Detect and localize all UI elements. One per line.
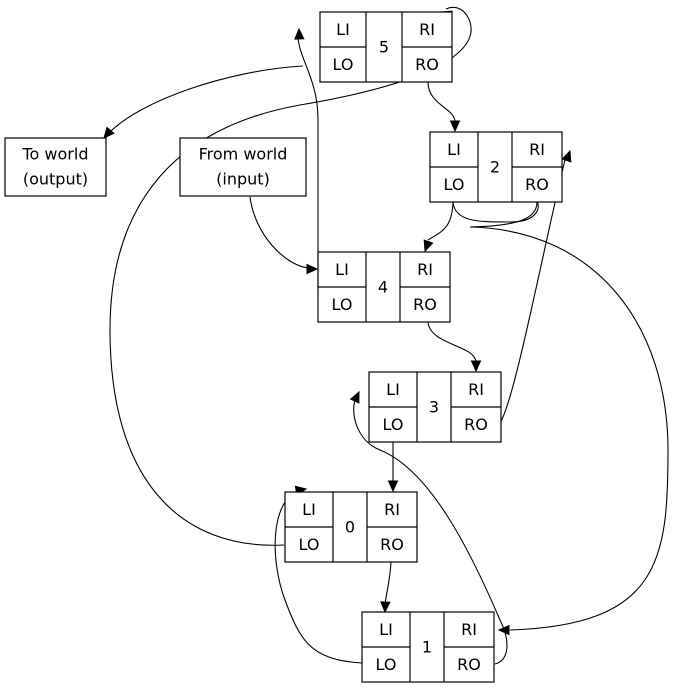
edge-line bbox=[274, 489, 363, 664]
arrowhead bbox=[561, 149, 572, 163]
world-input-node: From world (input) bbox=[179, 137, 307, 197]
node-5: LI LO 5 RI RO bbox=[319, 11, 453, 83]
node-4-ri-port: RI bbox=[417, 260, 433, 279]
node-0-ro-port: RO bbox=[380, 535, 404, 554]
node-3-li-port: LI bbox=[386, 380, 400, 399]
edge-4-ro-to-3-ri bbox=[427, 321, 482, 373]
edge-4-lo-to-5-li bbox=[294, 27, 319, 290]
node-1-label: 1 bbox=[422, 638, 432, 657]
node-5-lo-port: LO bbox=[333, 55, 354, 74]
edges-layer bbox=[103, 6, 669, 665]
node-2-ri-port: RI bbox=[529, 140, 545, 159]
node-2-li-port: LI bbox=[447, 140, 461, 159]
node-4: LI LO 4 RI RO bbox=[317, 251, 451, 323]
edge-line bbox=[297, 37, 319, 290]
node-3-ri-port: RI bbox=[468, 380, 484, 399]
node-1-lo-port: LO bbox=[376, 655, 397, 674]
edge-5-lo-to-to-world-output- bbox=[103, 65, 304, 139]
node-5-ri-port: RI bbox=[419, 20, 435, 39]
arrowhead bbox=[387, 480, 399, 493]
arrowhead bbox=[380, 601, 391, 614]
edge-5-ro-to-2-li bbox=[427, 81, 461, 133]
node-0-lo-port: LO bbox=[299, 535, 320, 554]
node-3-ro-port: RO bbox=[464, 415, 488, 434]
edge-1-ro-to-3-li bbox=[349, 390, 508, 665]
edge-3-lo-to-0-ri bbox=[387, 442, 399, 493]
world-input-box bbox=[179, 137, 307, 197]
node-3-lo-port: LO bbox=[383, 415, 404, 434]
arrowhead bbox=[470, 360, 482, 373]
node-5-li-port: LI bbox=[336, 20, 350, 39]
edge-from-world-input--to-4-li bbox=[249, 196, 319, 275]
node-0-ri-port: RI bbox=[384, 500, 400, 519]
node-1-li-port: LI bbox=[379, 620, 393, 639]
edge-line bbox=[427, 201, 539, 241]
edge-line bbox=[249, 196, 309, 269]
node-4-lo-port: LO bbox=[332, 295, 353, 314]
edge-2-lo-to-4-ri bbox=[423, 201, 539, 253]
node-1-ro-port: RO bbox=[457, 655, 481, 674]
node-4-label: 4 bbox=[378, 278, 388, 297]
node-4-li-port: LI bbox=[335, 260, 349, 279]
edge-line bbox=[107, 65, 304, 135]
node-3-label: 3 bbox=[429, 398, 439, 417]
edge-line bbox=[427, 321, 477, 363]
arrowhead bbox=[449, 120, 461, 133]
arrowhead bbox=[423, 239, 434, 253]
edge-line bbox=[353, 397, 508, 665]
node-2-ro-port: RO bbox=[525, 175, 549, 194]
world-input-label-line-1: From world bbox=[199, 145, 288, 164]
node-1-ri-port: RI bbox=[461, 620, 477, 639]
arrowhead bbox=[103, 126, 115, 139]
nodes-layer: To world(output)From world(input)LILO5RI… bbox=[4, 11, 563, 683]
node-2-label: 2 bbox=[490, 158, 500, 177]
arrowhead bbox=[306, 263, 319, 275]
node-0: LI LO 0 RI RO bbox=[284, 491, 418, 563]
node-2-lo-port: LO bbox=[444, 175, 465, 194]
node-5-label: 5 bbox=[379, 38, 389, 57]
world-input-label-line-2: (input) bbox=[216, 170, 270, 189]
edge-0-ro-to-1-li bbox=[380, 561, 392, 614]
node-5-ro-port: RO bbox=[415, 55, 439, 74]
world-output-node: To world (output) bbox=[4, 137, 107, 197]
world-output-box bbox=[4, 137, 107, 197]
node-0-label: 0 bbox=[345, 518, 355, 537]
world-output-label-line-1: To world bbox=[22, 145, 89, 164]
arrowhead bbox=[294, 27, 305, 40]
arrowhead bbox=[349, 390, 360, 404]
edge-line bbox=[384, 561, 392, 605]
node-1: LI LO 1 RI RO bbox=[361, 611, 495, 683]
edge-line bbox=[469, 201, 669, 631]
node-3: LI LO 3 RI RO bbox=[368, 371, 502, 443]
node-0-li-port: LI bbox=[302, 500, 316, 519]
node-2: LI LO 2 RI RO bbox=[429, 131, 563, 203]
world-output-label-line-2: (output) bbox=[23, 170, 88, 189]
node-4-ro-port: RO bbox=[413, 295, 437, 314]
edge-line bbox=[427, 81, 456, 123]
